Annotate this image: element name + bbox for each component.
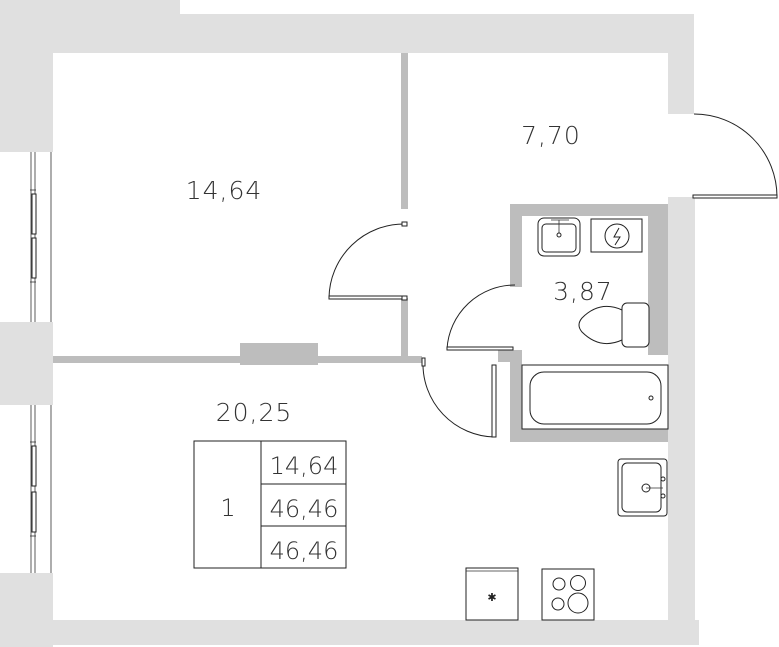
bathroom-wall-left-top <box>510 204 522 287</box>
svg-text:✱: ✱ <box>487 591 496 604</box>
bathroom-sink <box>537 217 581 257</box>
inner-walls <box>53 53 668 442</box>
partition-bedroom-hallway-bottom <box>401 298 408 360</box>
window-lower <box>30 405 52 573</box>
entrance-door[interactable] <box>692 113 778 199</box>
kitchen-sink <box>617 458 668 517</box>
bedroom-area-label: 14,64 <box>186 176 263 205</box>
bathroom-wall-right <box>648 204 668 355</box>
outer-wall-left-top <box>0 14 53 152</box>
hallway-area-label: 7,70 <box>521 121 581 150</box>
area-summary-table: 1 14,64 46,46 46,46 <box>193 440 347 569</box>
bathtub-wall-stub <box>498 350 522 362</box>
total-area-balcony-value: 46,46 <box>270 537 339 565</box>
outer-wall-right-lower <box>668 197 695 645</box>
outer-walls <box>0 0 699 647</box>
bathtub-wall-left <box>510 350 522 442</box>
rooms-count: 1 <box>220 494 235 522</box>
outer-wall-top-notch <box>0 0 180 15</box>
stove <box>541 568 595 621</box>
outer-wall-top <box>0 14 694 53</box>
window-upper <box>30 152 52 322</box>
toilet <box>578 302 650 348</box>
bedroom-door[interactable] <box>328 221 408 301</box>
living-area-label: 20,25 <box>216 398 293 427</box>
outer-wall-left-mid <box>0 322 53 405</box>
outer-wall-bottom <box>0 620 699 645</box>
refrigerator: ✱ <box>465 567 519 621</box>
bathroom-area-label: 3,87 <box>553 277 613 306</box>
water-heater <box>590 218 643 253</box>
partition-bedroom-hallway-top <box>401 53 408 209</box>
bathtub <box>521 364 669 430</box>
partition-column <box>240 343 318 365</box>
living-room-door[interactable] <box>421 357 497 438</box>
bathroom-door[interactable] <box>446 284 516 351</box>
outer-wall-right-upper <box>668 14 694 114</box>
bathtub-wall-bottom <box>510 429 668 442</box>
living-area-value: 14,64 <box>270 452 339 480</box>
total-area-value: 46,46 <box>270 495 339 523</box>
bathroom-wall-top <box>510 204 668 216</box>
partition-bedroom-living <box>53 356 422 363</box>
